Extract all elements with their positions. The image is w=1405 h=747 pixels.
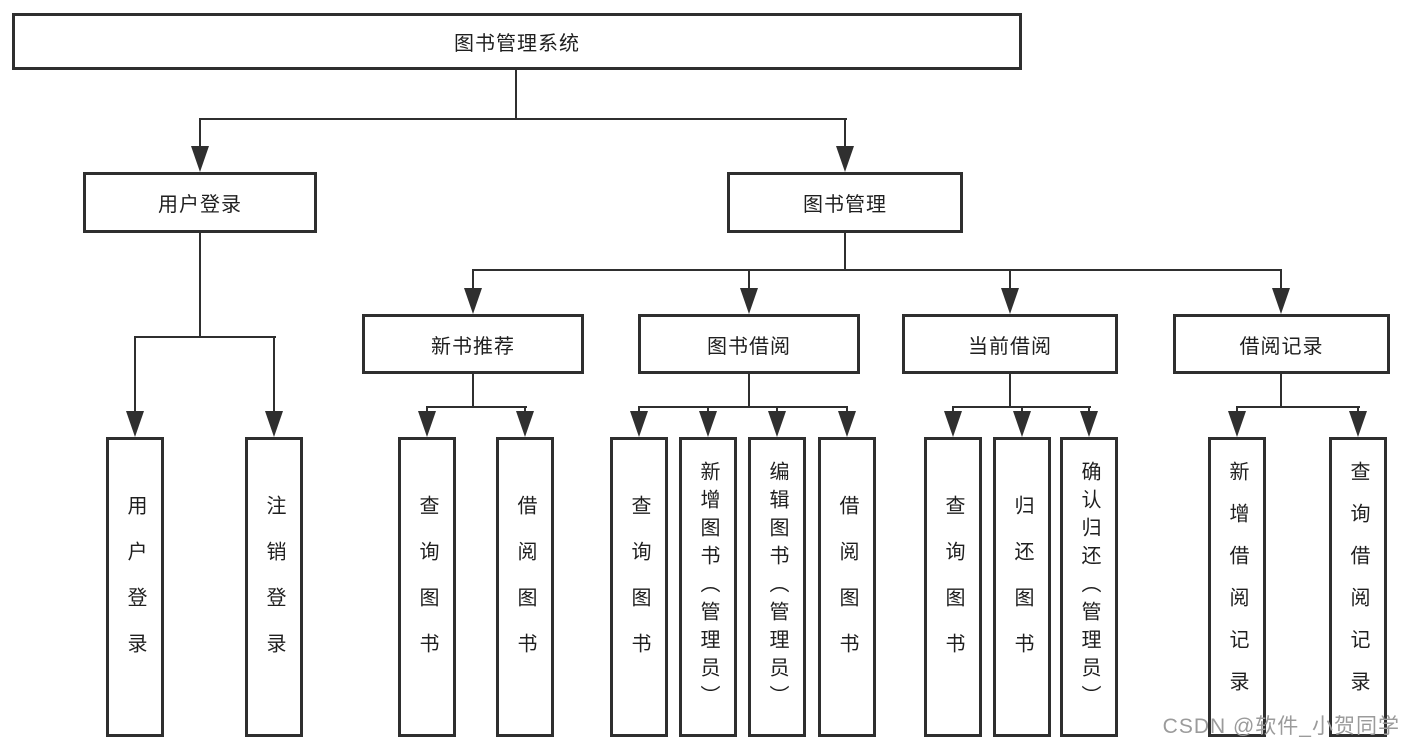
leaf-label: 查询借阅记录 xyxy=(1347,461,1369,713)
arrow-down-icon xyxy=(191,146,209,172)
leaf-records-query-borrow-record: 查询借阅记录 xyxy=(1329,437,1387,737)
node-label: 图书管理 xyxy=(803,194,887,216)
connector-new-books-bus xyxy=(426,406,527,408)
node-book-management: 图书管理 xyxy=(727,172,963,233)
arrow-down-icon xyxy=(768,411,786,437)
leaf-label: 借阅图书 xyxy=(836,495,858,679)
connector-drop-login-leaf xyxy=(134,336,136,413)
connector-drop xyxy=(846,406,848,415)
connector-drop-new-books xyxy=(472,269,474,290)
connector-drop-current-borrow xyxy=(1009,269,1011,290)
leaf-label: 用户登录 xyxy=(124,495,146,679)
leaf-label: 确认归还（管理员） xyxy=(1078,461,1100,713)
connector-drop xyxy=(952,406,954,415)
leaf-label: 查询图书 xyxy=(416,495,438,679)
leaf-label: 查询图书 xyxy=(942,495,964,679)
leaf-label: 借阅图书 xyxy=(514,495,536,679)
arrow-down-icon xyxy=(699,411,717,437)
leaf-borrow-query-books: 查询图书 xyxy=(610,437,668,737)
arrow-down-icon xyxy=(838,411,856,437)
leaf-label: 编辑图书（管理员） xyxy=(766,461,788,713)
connector-book-management-bus xyxy=(472,269,1282,271)
node-label: 新书推荐 xyxy=(431,335,515,358)
connector-drop xyxy=(1357,406,1359,415)
node-label: 图书借阅 xyxy=(707,335,791,358)
connector-book-borrow-stem xyxy=(748,374,750,406)
connector-drop-logout-leaf xyxy=(273,336,275,413)
node-label: 图书管理系统 xyxy=(454,33,580,55)
connector-drop xyxy=(426,406,428,415)
node-library-management-system: 图书管理系统 xyxy=(12,13,1022,70)
leaf-current-return-books: 归还图书 xyxy=(993,437,1051,737)
arrow-down-icon xyxy=(1001,288,1019,314)
leaf-label: 查询图书 xyxy=(628,495,650,679)
arrow-down-icon xyxy=(418,411,436,437)
arrow-down-icon xyxy=(516,411,534,437)
arrow-down-icon xyxy=(630,411,648,437)
leaf-user-login: 用户登录 xyxy=(106,437,164,737)
node-user-login: 用户登录 xyxy=(83,172,317,233)
arrow-down-icon xyxy=(1013,411,1031,437)
connector-new-books-stem xyxy=(472,374,474,406)
connector-borrow-records-bus xyxy=(1236,406,1360,408)
connector-root-bus xyxy=(199,118,847,120)
arrow-down-icon xyxy=(1080,411,1098,437)
node-label: 用户登录 xyxy=(158,194,242,216)
node-label: 借阅记录 xyxy=(1239,335,1324,358)
leaf-label: 归还图书 xyxy=(1011,495,1033,679)
leaf-current-query-books: 查询图书 xyxy=(924,437,982,737)
leaf-current-confirm-return-admin: 确认归还（管理员） xyxy=(1060,437,1118,737)
connector-drop-book-borrow xyxy=(748,269,750,290)
connector-current-borrow-stem xyxy=(1009,374,1011,406)
connector-borrow-records-stem xyxy=(1280,374,1282,406)
arrow-down-icon xyxy=(740,288,758,314)
connector-drop xyxy=(1236,406,1238,415)
arrow-down-icon xyxy=(1272,288,1290,314)
connector-drop-user-login xyxy=(199,118,201,148)
arrow-down-icon xyxy=(464,288,482,314)
leaf-borrow-edit-books-admin: 编辑图书（管理员） xyxy=(748,437,806,737)
connector-book-borrow-bus xyxy=(638,406,848,408)
connector-book-management-stem xyxy=(844,233,846,271)
connector-drop xyxy=(776,406,778,415)
arrow-down-icon xyxy=(126,411,144,437)
connector-drop xyxy=(638,406,640,415)
leaf-label: 新增借阅记录 xyxy=(1226,461,1248,713)
leaf-logout: 注销登录 xyxy=(245,437,303,737)
leaf-label: 注销登录 xyxy=(263,495,285,679)
leaf-newbooks-query-books: 查询图书 xyxy=(398,437,456,737)
arrow-down-icon xyxy=(836,146,854,172)
connector-user-login-stem xyxy=(199,233,201,336)
leaf-borrow-add-books-admin: 新增图书（管理员） xyxy=(679,437,737,737)
leaf-label: 新增图书（管理员） xyxy=(697,461,719,713)
node-new-book-recommend: 新书推荐 xyxy=(362,314,584,374)
node-label: 当前借阅 xyxy=(968,335,1052,358)
node-borrow-records: 借阅记录 xyxy=(1173,314,1390,374)
node-book-borrow: 图书借阅 xyxy=(638,314,860,374)
connector-drop xyxy=(1088,406,1090,415)
watermark-text: CSDN @软件_小贺同学 xyxy=(1162,715,1400,738)
connector-user-login-bus xyxy=(134,336,276,338)
leaf-borrow-borrow-books: 借阅图书 xyxy=(818,437,876,737)
arrow-down-icon xyxy=(944,411,962,437)
connector-drop-borrow-records xyxy=(1280,269,1282,290)
leaf-records-add-borrow-record: 新增借阅记录 xyxy=(1208,437,1266,737)
arrow-down-icon xyxy=(265,411,283,437)
connector-root-stem xyxy=(515,70,517,118)
connector-drop xyxy=(1021,406,1023,415)
node-current-borrow: 当前借阅 xyxy=(902,314,1118,374)
connector-drop xyxy=(524,406,526,415)
leaf-newbooks-borrow-books: 借阅图书 xyxy=(496,437,554,737)
arrow-down-icon xyxy=(1349,411,1367,437)
connector-drop xyxy=(707,406,709,415)
arrow-down-icon xyxy=(1228,411,1246,437)
connector-drop-book-management xyxy=(844,118,846,148)
